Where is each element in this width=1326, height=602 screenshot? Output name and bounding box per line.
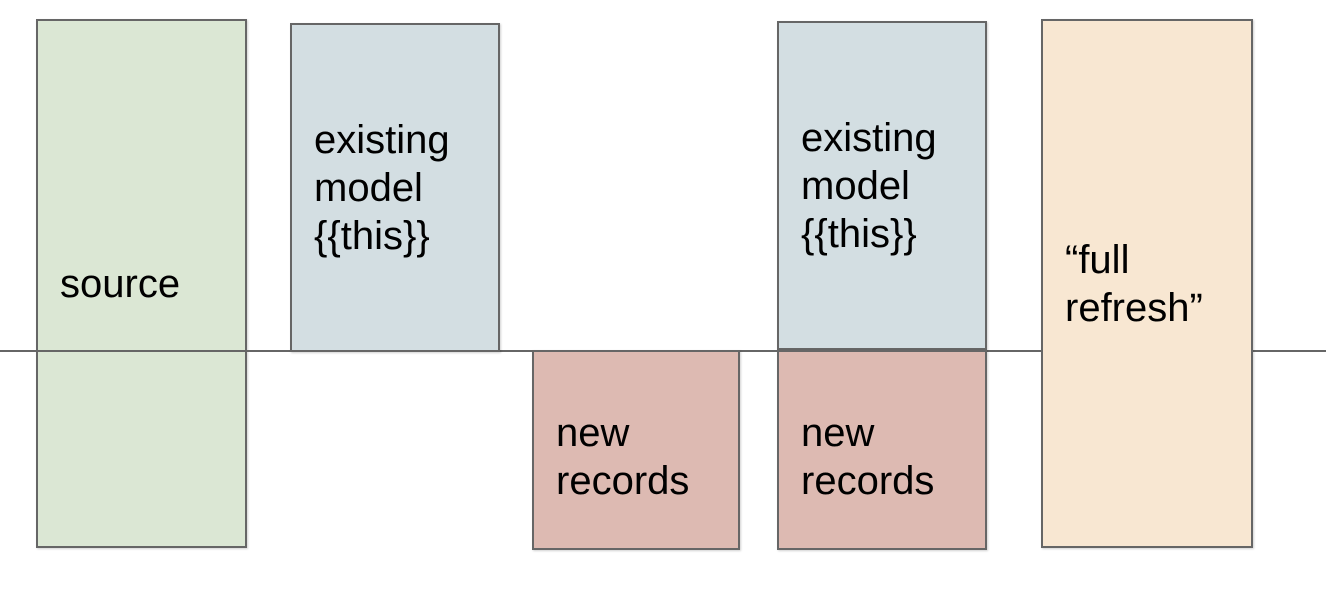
full-refresh-box-label: “full refresh” (1065, 237, 1203, 330)
new-records-box-left: new records (532, 350, 740, 550)
new-records-box-right-label: new records (801, 411, 935, 503)
source-box: source (36, 19, 247, 548)
source-box-label: source (60, 261, 181, 306)
new-records-box-left-label: new records (556, 411, 690, 503)
existing-model-box-left-label: existing model {{this}} (314, 117, 450, 258)
existing-model-box-left: existing model {{this}} (290, 23, 500, 352)
existing-model-box-right-label: existing model {{this}} (801, 115, 937, 256)
full-refresh-box: “full refresh” (1041, 19, 1253, 548)
existing-model-box-right: existing model {{this}} (777, 21, 987, 350)
new-records-box-right: new records (777, 350, 987, 550)
